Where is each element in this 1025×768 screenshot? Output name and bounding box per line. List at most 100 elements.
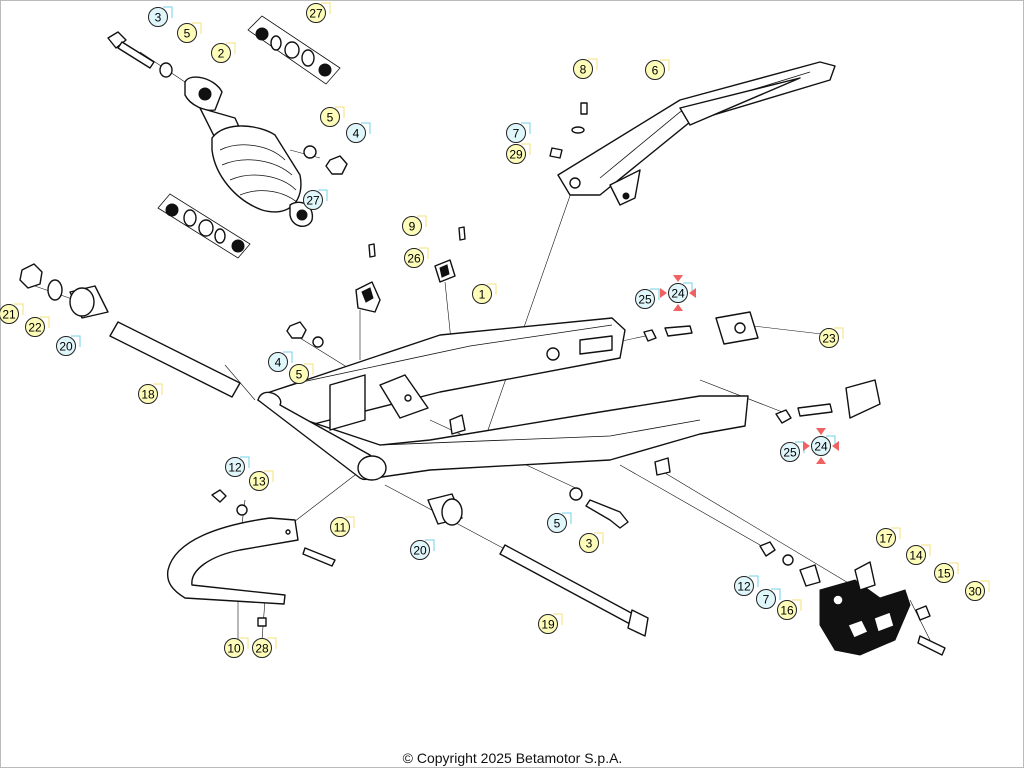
callout-14[interactable]: 14 xyxy=(906,544,931,565)
callout-tag xyxy=(71,335,81,347)
washer-pivot xyxy=(47,279,63,301)
callout-21[interactable]: 21 xyxy=(0,303,24,324)
callout-3[interactable]: 3 xyxy=(579,532,604,553)
callout-label: 1 xyxy=(479,288,486,302)
callout-tag xyxy=(40,316,50,328)
callout-label: 20 xyxy=(59,340,73,354)
callout-circle xyxy=(756,589,776,609)
callout-circle xyxy=(780,442,800,462)
callout-26[interactable]: 26 xyxy=(404,247,429,268)
callout-8[interactable]: 8 xyxy=(573,58,598,79)
marker-arrow xyxy=(689,288,696,298)
callout-23[interactable]: 23 xyxy=(819,327,844,348)
callout-17[interactable]: 17 xyxy=(876,527,901,548)
callout-tag xyxy=(321,2,331,14)
callout-5[interactable]: 5 xyxy=(320,106,345,127)
callout-tag xyxy=(153,383,163,395)
callout-circle xyxy=(56,336,76,356)
callout-circle xyxy=(645,60,665,80)
callout-tag xyxy=(283,351,293,363)
warning-markers xyxy=(660,275,839,464)
bolt-chain-guide xyxy=(580,102,588,115)
callout-label: 26 xyxy=(407,252,421,266)
adjuster-block-bottom xyxy=(845,379,881,419)
rear-axle xyxy=(499,544,649,637)
callout-circle xyxy=(346,123,366,143)
callout-13[interactable]: 13 xyxy=(249,470,274,491)
callout-20[interactable]: 20 xyxy=(410,539,435,560)
callout-tag xyxy=(419,247,429,259)
callout-7[interactable]: 7 xyxy=(756,588,781,609)
callout-circle xyxy=(934,563,954,583)
callout-12[interactable]: 12 xyxy=(734,575,759,596)
callout-circle xyxy=(320,107,340,127)
callout-11[interactable]: 11 xyxy=(330,516,355,537)
callout-25[interactable]: 25 xyxy=(780,441,805,462)
callout-27[interactable]: 27 xyxy=(306,2,331,23)
bolt-top-left xyxy=(107,31,155,69)
callout-5[interactable]: 5 xyxy=(177,22,202,43)
callout-24[interactable]: 24 xyxy=(811,435,836,456)
callout-tag xyxy=(425,539,435,551)
chain-guide-top xyxy=(557,61,836,206)
chain-slider xyxy=(166,517,299,605)
callout-label: 19 xyxy=(541,618,555,632)
nut-slider xyxy=(211,489,227,503)
callout-circle xyxy=(906,545,926,565)
callout-label: 5 xyxy=(296,368,303,382)
callout-label: 25 xyxy=(638,293,652,307)
callout-4[interactable]: 4 xyxy=(268,351,293,372)
callout-label: 4 xyxy=(275,356,282,370)
callout-tag xyxy=(335,106,345,118)
callout-20[interactable]: 20 xyxy=(56,335,81,356)
callout-tag xyxy=(660,59,670,71)
callout-label: 8 xyxy=(580,63,587,77)
bolt-slider xyxy=(302,547,336,567)
callout-circle xyxy=(734,576,754,596)
callout-2[interactable]: 2 xyxy=(211,42,236,63)
callout-circle xyxy=(538,614,558,634)
callout-tag xyxy=(14,303,24,315)
callout-label: 5 xyxy=(554,517,561,531)
callout-circle xyxy=(0,304,19,324)
callout-25[interactable]: 25 xyxy=(635,288,660,309)
callout-15[interactable]: 15 xyxy=(934,562,959,583)
callout-tag xyxy=(921,544,931,556)
callout-tag xyxy=(588,58,598,70)
callout-tag xyxy=(834,327,844,339)
callout-tag xyxy=(792,599,802,611)
callout-4[interactable]: 4 xyxy=(346,122,371,143)
callout-12[interactable]: 12 xyxy=(225,456,250,477)
callout-18[interactable]: 18 xyxy=(138,383,163,404)
callout-label: 6 xyxy=(652,64,659,78)
callout-label: 3 xyxy=(586,537,593,551)
callout-28[interactable]: 28 xyxy=(252,637,277,658)
callout-16[interactable]: 16 xyxy=(777,599,802,620)
callout-tag xyxy=(240,456,250,468)
callout-tag xyxy=(891,527,901,539)
callout-circle xyxy=(410,540,430,560)
callout-5[interactable]: 5 xyxy=(289,363,314,384)
callout-3[interactable]: 3 xyxy=(148,6,173,27)
callout-10[interactable]: 10 xyxy=(224,637,249,658)
callout-tag xyxy=(163,6,173,18)
callout-27[interactable]: 27 xyxy=(303,189,328,210)
callout-30[interactable]: 30 xyxy=(965,580,990,601)
callout-label: 17 xyxy=(879,532,893,546)
callout-7[interactable]: 7 xyxy=(506,122,531,143)
callout-19[interactable]: 19 xyxy=(538,613,563,634)
marker-arrow xyxy=(832,441,839,451)
nut-adjuster-bottom xyxy=(775,409,792,424)
callout-tag xyxy=(192,22,202,34)
callout-circle xyxy=(249,471,269,491)
callout-label: 14 xyxy=(909,549,923,563)
callout-5[interactable]: 5 xyxy=(547,512,572,533)
callout-29[interactable]: 29 xyxy=(506,143,531,164)
callout-1[interactable]: 1 xyxy=(472,283,497,304)
callout-24[interactable]: 24 xyxy=(668,282,693,303)
callout-22[interactable]: 22 xyxy=(25,316,50,337)
callout-9[interactable]: 9 xyxy=(402,215,427,236)
callout-6[interactable]: 6 xyxy=(645,59,670,80)
shock-absorber xyxy=(184,76,314,227)
